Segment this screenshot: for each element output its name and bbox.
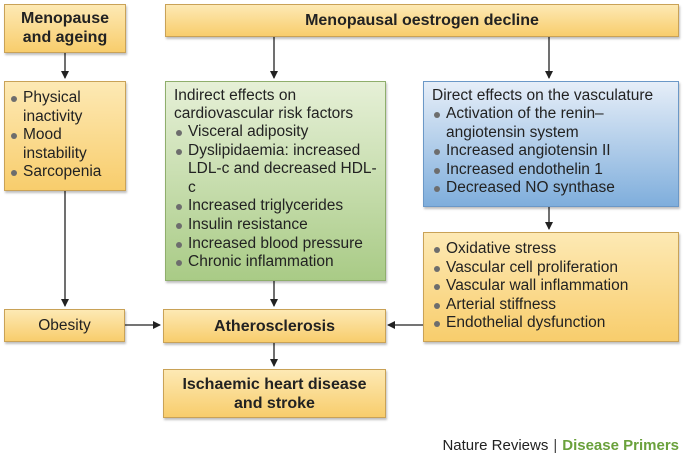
list-item: Increased endothelin 1	[432, 161, 672, 180]
oestrogen-decline-title: Menopausal oestrogen decline	[305, 12, 539, 29]
list-item: Endothelial dysfunction	[432, 314, 672, 333]
vascular-effects-box: Oxidative stress Vascular cell prolifera…	[423, 232, 679, 342]
list-item: Mood instability	[9, 126, 121, 163]
indirect-effects-heading: Indirect effects on cardiovascular risk …	[174, 87, 354, 122]
atherosclerosis-box: Atherosclerosis	[163, 309, 386, 343]
outcome-title: Ischaemic heart disease and stroke	[182, 376, 367, 412]
list-item: Vascular cell proliferation	[432, 259, 672, 278]
direct-effects-box: Direct effects on the vasculature Activa…	[423, 81, 679, 207]
obesity-label: Obesity	[38, 317, 91, 334]
atherosclerosis-title: Atherosclerosis	[214, 318, 335, 335]
indirect-effects-list: Visceral adiposity Dyslipidaemia: increa…	[174, 123, 379, 272]
list-item: Sarcopenia	[9, 163, 121, 182]
direct-effects-list: Activation of the renin–angiotensin syst…	[432, 105, 672, 198]
list-item: Dyslipidaemia: increased LDL-c and decre…	[174, 142, 379, 198]
credit-separator: |	[553, 437, 558, 454]
list-item: Physical inactivity	[9, 89, 121, 126]
list-item: Chronic inflammation	[174, 253, 379, 272]
list-item: Activation of the renin–angiotensin syst…	[432, 105, 672, 142]
list-item: Arterial stiffness	[432, 296, 672, 315]
list-item: Increased triglycerides	[174, 197, 379, 216]
series-name: Disease Primers	[562, 437, 679, 454]
list-item: Visceral adiposity	[174, 123, 379, 142]
indirect-effects-box: Indirect effects on cardiovascular risk …	[165, 81, 386, 281]
menopause-ageing-title: Menopause and ageing	[20, 10, 109, 46]
list-item: Insulin resistance	[174, 216, 379, 235]
list-item: Increased angiotensin II	[432, 142, 672, 161]
list-item: Vascular wall inflammation	[432, 277, 672, 296]
outcome-box: Ischaemic heart disease and stroke	[163, 369, 386, 418]
list-item: Increased blood pressure	[174, 235, 379, 254]
list-item: Decreased NO synthase	[432, 179, 672, 198]
obesity-box: Obesity	[4, 309, 125, 342]
journal-credit: Nature Reviews|Disease Primers	[442, 437, 679, 454]
list-item: Oxidative stress	[432, 240, 672, 259]
vascular-effects-list: Oxidative stress Vascular cell prolifera…	[432, 240, 672, 333]
direct-effects-heading: Direct effects on the vasculature	[432, 87, 654, 104]
menopause-ageing-box: Menopause and ageing	[4, 4, 126, 53]
ageing-effects-list: Physical inactivity Mood instability Sar…	[9, 89, 121, 182]
oestrogen-decline-box: Menopausal oestrogen decline	[165, 4, 679, 37]
publisher-name: Nature Reviews	[442, 437, 549, 454]
ageing-effects-box: Physical inactivity Mood instability Sar…	[4, 81, 126, 191]
